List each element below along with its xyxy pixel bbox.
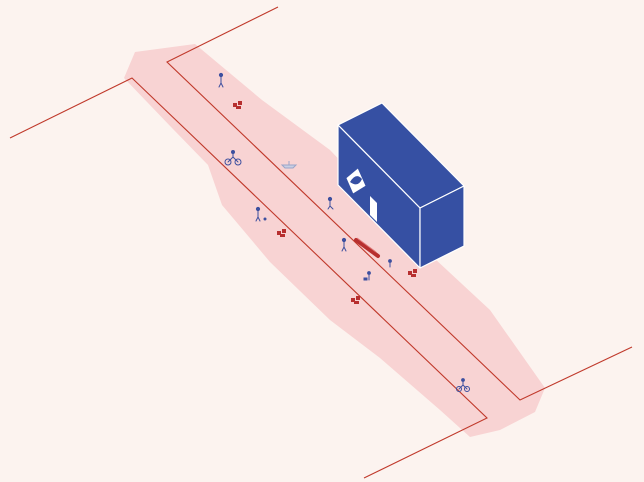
cyclist-icon bbox=[224, 150, 242, 166]
pedestrian-icon bbox=[218, 72, 224, 88]
bench-icon bbox=[277, 229, 286, 237]
pedestrian-icon bbox=[388, 259, 392, 268]
bench-icon bbox=[408, 269, 417, 277]
boat-icon bbox=[280, 161, 298, 169]
kiosk-building bbox=[337, 102, 465, 269]
street-highlight bbox=[124, 44, 545, 437]
street-edge-bottom bbox=[9, 77, 488, 479]
leaf-sign-shape bbox=[350, 176, 362, 185]
pedestrian-icon bbox=[327, 196, 334, 210]
bench-icon bbox=[233, 101, 242, 109]
pedestrian-icon bbox=[255, 206, 267, 222]
street-lines bbox=[9, 6, 633, 479]
street-edge-top bbox=[166, 6, 633, 401]
doorway bbox=[370, 196, 377, 222]
log-bench-icon bbox=[354, 237, 380, 258]
bench-icon bbox=[351, 296, 360, 304]
people bbox=[218, 72, 470, 392]
cyclist-icon bbox=[456, 378, 470, 392]
pedestrian-icon bbox=[341, 237, 347, 252]
benches bbox=[233, 101, 417, 304]
building-side bbox=[419, 185, 465, 269]
dog-walker-icon bbox=[363, 271, 371, 281]
